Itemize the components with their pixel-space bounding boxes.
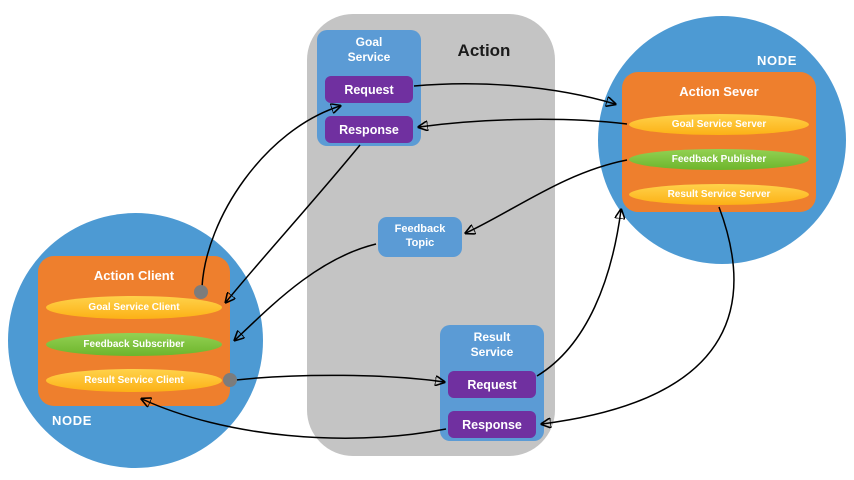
- feedback-publisher-pill: Feedback Publisher: [629, 149, 809, 170]
- feedback-topic-box: Feedback Topic: [378, 217, 462, 257]
- result-service-server-pill: Result Service Server: [629, 184, 809, 205]
- action-title: Action: [457, 41, 511, 60]
- goal-service-request-box: Request: [325, 76, 413, 103]
- client-node-label: NODE: [52, 413, 92, 428]
- goal-service-client-pill: Goal Service Client: [46, 296, 222, 319]
- action-client-title: Action Client: [93, 268, 175, 283]
- action-server-box: Action Sever Goal Service Server Feedbac…: [622, 72, 816, 212]
- feedback-topic-title: Feedback Topic: [394, 223, 446, 249]
- goal-service-response-box: Response: [325, 116, 413, 143]
- goal-service-server-pill: Goal Service Server: [629, 114, 809, 135]
- goal-service-title: Goal Service: [347, 35, 391, 64]
- result-service-client-pill: Result Service Client: [46, 369, 222, 392]
- goal-service-box: Goal Service Request Response: [317, 30, 421, 146]
- action-client-box: Action Client Goal Service Client Feedba…: [38, 256, 230, 406]
- result-service-request-box: Request: [448, 371, 536, 398]
- result-service-box: Result Service Request Response: [440, 325, 544, 441]
- result-service-response-box: Response: [448, 411, 536, 438]
- result-service-title: Result Service: [470, 330, 514, 359]
- feedback-subscriber-pill: Feedback Subscriber: [46, 333, 222, 356]
- server-node-label: NODE: [757, 53, 797, 68]
- action-server-title: Action Sever: [679, 84, 759, 99]
